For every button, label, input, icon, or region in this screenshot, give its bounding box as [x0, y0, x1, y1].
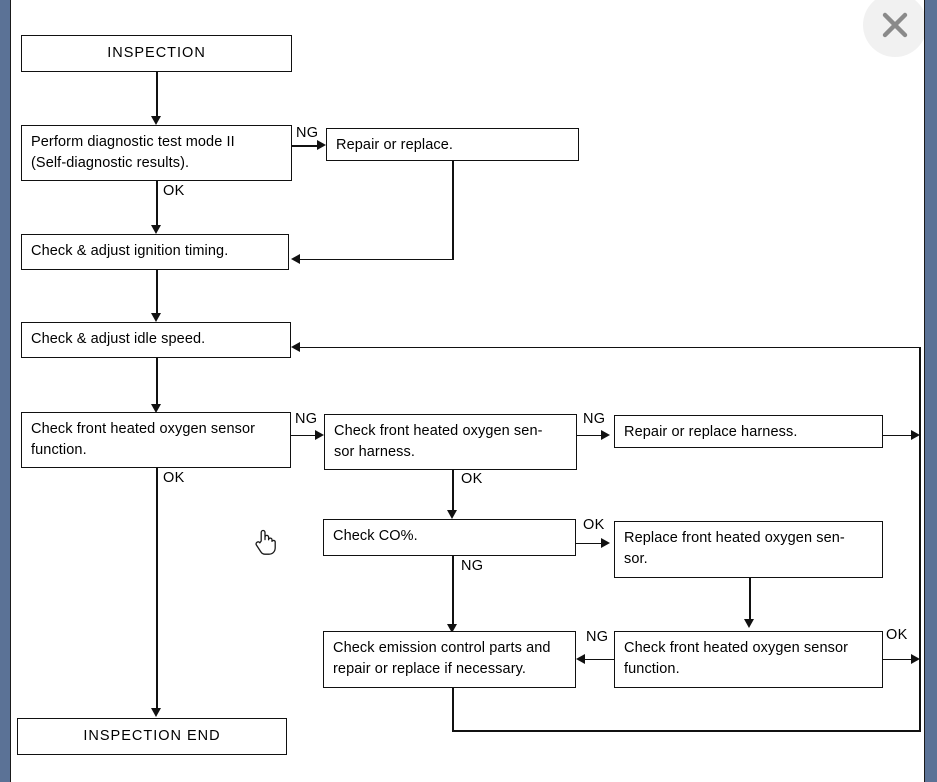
edge-repair-loop-left [300, 258, 453, 261]
node-inspection-label: INSPECTION [107, 45, 206, 62]
node-repair-replace-harness-label: Repair or replace harness. [624, 424, 798, 440]
arrowhead-right [601, 429, 610, 440]
arrowhead-down [151, 313, 162, 322]
edge-inspection-to-diag [156, 72, 158, 120]
arrowhead-right [601, 537, 610, 548]
node-ignition-timing-label: Check & adjust ignition timing. [31, 243, 229, 259]
arrowhead-down [151, 708, 162, 717]
node-replace-fho-sensor-line1: Replace front heated oxygen sen- [624, 530, 845, 546]
node-fho-sensor-harness: Check front heated oxygen sen- sor harne… [324, 414, 577, 470]
edge-label-ok4: OK [583, 517, 605, 533]
node-perform-diagnostic-line2: (Self-diagnostic results). [31, 154, 190, 171]
edge-global-return-top [300, 346, 921, 349]
edge-func2-ng [585, 658, 614, 661]
edge-co-ng [452, 556, 454, 628]
node-check-co-label: Check CO%. [333, 528, 418, 544]
edge-fho-ok-down [156, 468, 158, 712]
edge-ignition-to-idle [156, 270, 158, 317]
edge-harness-ok [452, 470, 454, 514]
edge-label-ok2: OK [163, 470, 185, 486]
edge-fho-ng [291, 434, 319, 437]
arrowhead-right [317, 140, 326, 151]
edge-emission-down [452, 688, 454, 732]
node-fho-sensor-function-2-line1: Check front heated oxygen sensor [624, 640, 849, 656]
node-fho-sensor-harness-line2: sor harness. [334, 443, 415, 460]
node-repair-or-replace-label: Repair or replace. [336, 137, 454, 153]
scanned-page: INSPECTION Perform diagnostic test mode … [10, 0, 925, 782]
arrowhead-right [315, 429, 324, 440]
node-fho-sensor-function-2-line2: function. [624, 660, 680, 677]
node-perform-diagnostic: Perform diagnostic test mode II (Self-di… [21, 125, 292, 181]
arrowhead-left [291, 341, 300, 352]
node-check-emission-control: Check emission control parts and repair … [323, 631, 576, 688]
node-check-emission-control-line1: Check emission control parts and [333, 640, 551, 656]
edge-label-ng3: NG [583, 411, 606, 427]
node-idle-speed-label: Check & adjust idle speed. [31, 331, 206, 347]
edge-label-ok5: OK [886, 627, 908, 643]
edge-func2-ok [883, 658, 915, 661]
arrowhead-right [911, 429, 920, 440]
close-icon [882, 12, 908, 38]
edge-global-return-right [919, 346, 921, 732]
node-fho-sensor-function: Check front heated oxygen sensor functio… [21, 412, 291, 468]
node-idle-speed: Check & adjust idle speed. [21, 322, 291, 358]
edge-bottom-return-bus [452, 730, 921, 732]
node-fho-sensor-function-2: Check front heated oxygen sensor functio… [614, 631, 883, 688]
arrowhead-right [911, 653, 920, 664]
node-fho-sensor-function-line2: function. [31, 441, 87, 458]
node-inspection-end: INSPECTION END [17, 718, 287, 755]
node-ignition-timing: Check & adjust ignition timing. [21, 234, 289, 270]
node-perform-diagnostic-line1: Perform diagnostic test mode II [31, 134, 235, 150]
arrowhead-down [151, 116, 162, 125]
edge-label-ok1: OK [163, 183, 185, 199]
node-repair-replace-harness: Repair or replace harness. [614, 415, 883, 448]
edge-label-ng4: NG [461, 558, 484, 574]
arrowhead-down [447, 624, 458, 633]
arrowhead-left [291, 253, 300, 264]
edge-label-ng5: NG [586, 629, 609, 645]
edge-idle-to-fho [156, 358, 158, 408]
edge-label-ng1: NG [296, 125, 319, 141]
node-repair-or-replace: Repair or replace. [326, 128, 579, 161]
node-check-emission-control-line2: repair or replace if necessary. [333, 660, 527, 677]
arrowhead-left [576, 653, 585, 664]
flowchart-sheet: INSPECTION Perform diagnostic test mode … [11, 0, 924, 782]
arrowhead-down [447, 510, 458, 519]
node-inspection: INSPECTION [21, 35, 292, 72]
edge-repair-loop-down [452, 161, 454, 260]
arrowhead-down [151, 404, 162, 413]
arrowhead-down [744, 619, 755, 628]
edge-co-ok [576, 542, 605, 545]
edge-diag-ng [292, 145, 321, 147]
node-check-co: Check CO%. [323, 519, 576, 556]
node-replace-fho-sensor-line2: sor. [624, 550, 648, 567]
edge-repair-harness-to-bus [883, 434, 915, 437]
edge-harness-ng [577, 434, 605, 437]
edge-diag-ok [156, 181, 158, 229]
close-button[interactable] [863, 0, 924, 57]
node-fho-sensor-harness-line1: Check front heated oxygen sen- [334, 423, 543, 439]
edge-label-ng2: NG [295, 411, 318, 427]
edge-label-ok3: OK [461, 471, 483, 487]
pointing-hand-cursor [255, 529, 276, 555]
node-replace-fho-sensor: Replace front heated oxygen sen- sor. [614, 521, 883, 578]
arrowhead-down [151, 225, 162, 234]
edge-replace-to-func2 [749, 578, 751, 623]
node-inspection-end-label: INSPECTION END [83, 728, 221, 745]
node-fho-sensor-function-line1: Check front heated oxygen sensor [31, 421, 256, 437]
